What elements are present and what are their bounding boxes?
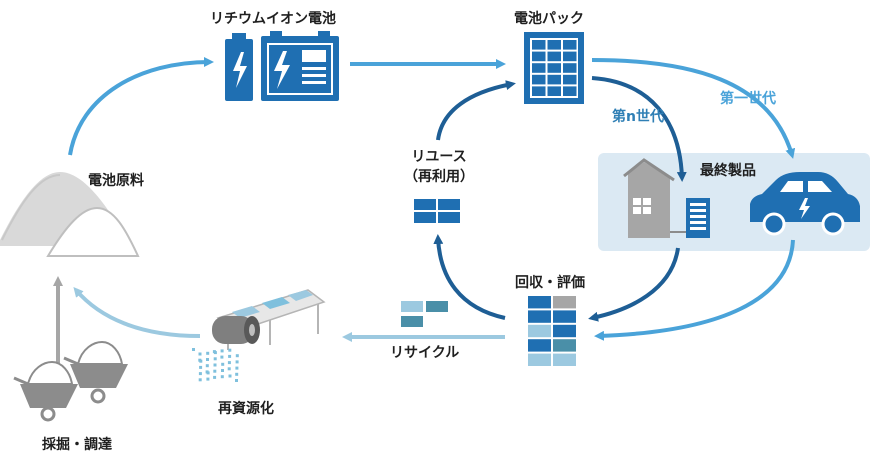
particle xyxy=(198,358,202,362)
house-storage-icon xyxy=(623,158,710,238)
particle xyxy=(212,350,216,354)
arrow-collect-to-reuse xyxy=(433,234,506,320)
particle xyxy=(206,351,210,355)
particle xyxy=(206,377,210,381)
arrow-raw-to-cell xyxy=(68,57,214,156)
final-product-label: 最終製品 xyxy=(700,163,756,179)
module-cell xyxy=(553,353,576,366)
particle xyxy=(220,355,224,359)
pack-cell xyxy=(532,74,546,85)
pack-cell xyxy=(532,40,546,50)
module-cell xyxy=(528,324,551,338)
particle xyxy=(206,358,209,361)
particle xyxy=(213,357,217,361)
raw-material-label: 電池原料 xyxy=(88,173,144,189)
module-cell xyxy=(528,353,551,366)
particle xyxy=(228,348,232,352)
recycled-modules-icon xyxy=(401,301,448,327)
battery-pack-icon xyxy=(524,32,584,104)
arrow-regen-to-raw xyxy=(73,286,201,338)
particle xyxy=(235,360,239,364)
battery-cells-icon xyxy=(225,31,339,101)
particle xyxy=(198,378,202,382)
arrow-vehicle-to-collect xyxy=(594,239,795,341)
pack-cell xyxy=(563,63,577,73)
material-piles-icon xyxy=(0,172,140,257)
particle xyxy=(205,364,209,368)
nth-generation-label: 第n世代 xyxy=(612,109,664,125)
pack-cell xyxy=(563,86,577,96)
regeneration-label: 再資源化 xyxy=(218,401,274,417)
pack-cell xyxy=(563,51,577,62)
module-cell xyxy=(528,296,551,309)
particle xyxy=(213,375,217,379)
pack-cell xyxy=(532,51,546,62)
first-generation-label: 第一世代 xyxy=(720,91,776,107)
pack-cell xyxy=(532,63,546,73)
module-stack-icon xyxy=(528,296,576,366)
wheelbarrow-icon xyxy=(13,340,128,422)
particle xyxy=(205,370,209,374)
particle xyxy=(213,369,217,373)
particle xyxy=(227,361,231,365)
particle xyxy=(220,349,224,353)
collect-evaluate-label: 回収・評価 xyxy=(515,275,585,291)
particle xyxy=(235,379,238,382)
module-cell xyxy=(528,339,551,352)
particle xyxy=(221,369,224,372)
particle xyxy=(192,348,195,351)
particle xyxy=(221,362,225,366)
arrow-reuse-to-pack xyxy=(436,80,516,141)
pack-cell xyxy=(547,40,561,50)
particle xyxy=(220,375,224,379)
particle xyxy=(235,372,239,376)
particle xyxy=(198,352,202,356)
arrow-house-to-collect xyxy=(588,247,680,322)
pack-cell xyxy=(547,51,561,62)
arrow-first-generation xyxy=(591,58,796,159)
mining-label: 採掘・調達 xyxy=(42,437,112,453)
module-cell xyxy=(553,310,576,323)
pack-cell xyxy=(532,86,546,96)
particle xyxy=(228,374,232,378)
module-cell xyxy=(553,339,576,352)
conveyor-shredder-icon xyxy=(192,289,326,382)
particle xyxy=(199,365,203,369)
recycle-label: リサイクル xyxy=(390,345,460,361)
particle xyxy=(198,372,202,376)
particle xyxy=(235,366,239,370)
lithium-cell-label: リチウムイオン電池 xyxy=(210,11,336,27)
electric-car-icon xyxy=(750,172,860,236)
particle xyxy=(228,354,232,358)
pack-cell xyxy=(563,40,577,50)
module-cell xyxy=(553,296,576,309)
pack-cell xyxy=(547,86,561,96)
particle xyxy=(213,363,217,367)
particle xyxy=(227,367,231,371)
reuse-sub-label: （再利用） xyxy=(404,169,474,185)
pack-cell xyxy=(547,63,561,73)
module-cell xyxy=(528,310,551,323)
reuse-label: リユース xyxy=(411,149,467,165)
module-cell xyxy=(553,324,576,338)
pack-cell xyxy=(563,74,577,85)
battery-modules-icon xyxy=(414,199,460,223)
battery-pack-label: 電池パック xyxy=(514,11,584,27)
arrow-nth-generation xyxy=(591,76,687,182)
pack-cell xyxy=(547,74,561,85)
particle xyxy=(235,354,239,358)
